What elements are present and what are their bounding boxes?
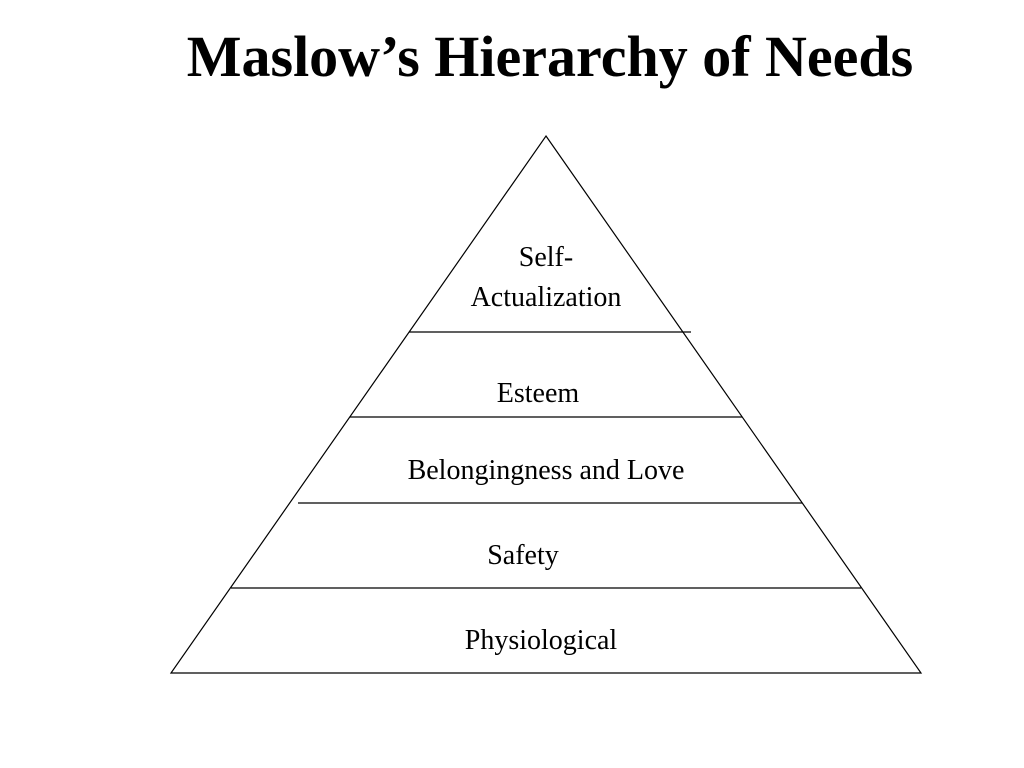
tier-label-safety: Safety <box>487 540 559 571</box>
tier-label-belongingness-and-love: Belongingness and Love <box>407 455 685 486</box>
slide-title: Maslow’s Hierarchy of Needs <box>186 24 914 89</box>
tier-label-self-actualization-line1: Self- <box>518 242 574 273</box>
tier-label-physiological: Physiological <box>464 625 618 656</box>
pyramid-outline <box>169 134 923 674</box>
tier-label-self-actualization-line2: Actualization <box>470 282 622 313</box>
tier-label-esteem: Esteem <box>496 378 580 409</box>
